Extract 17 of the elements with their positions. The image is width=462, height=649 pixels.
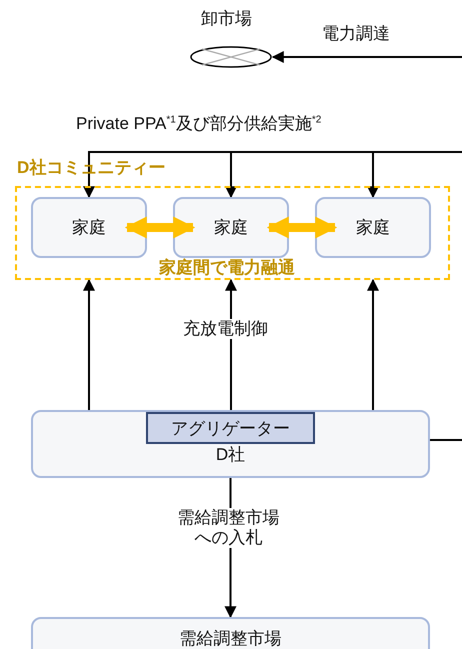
edge-label: Private PPA$^{*1}$及び部分供給実施$^{*2}$ (74, 114, 324, 134)
household-box: 家庭 (31, 197, 147, 258)
household-box: 家庭 (173, 197, 289, 258)
edge-label: 需給調整市場への入札 (176, 508, 282, 548)
arrow (367, 278, 379, 410)
edge-label: 充放電制御 (181, 319, 270, 340)
entity-box: 需給調整市場 (31, 617, 430, 649)
double-arrow (266, 216, 338, 238)
arrow (83, 278, 95, 410)
household-box: 家庭 (315, 197, 431, 258)
entity-box: アグリゲーター D社 (31, 410, 430, 478)
double-arrow (124, 216, 196, 238)
group-note: 家庭間で電力融通 (159, 258, 295, 278)
node-heading: 卸市場 (201, 9, 252, 30)
arrow (272, 51, 462, 63)
arrow (367, 151, 462, 198)
role-tab: アグリゲーター (146, 412, 315, 444)
